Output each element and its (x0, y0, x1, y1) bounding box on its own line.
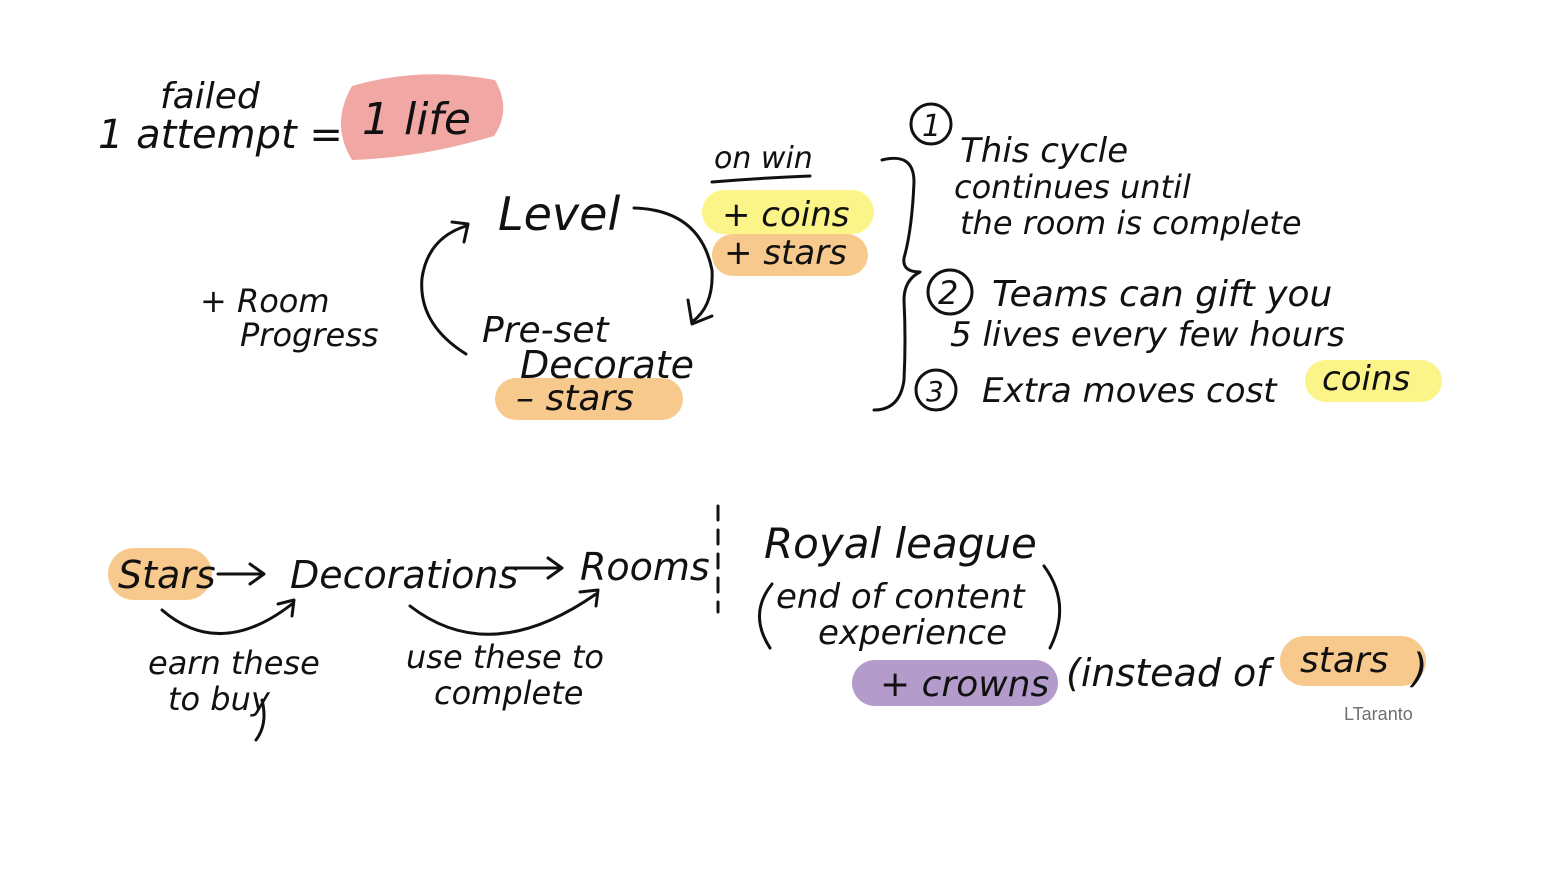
arc-earn-head (276, 598, 296, 618)
reward-stars: + stars (724, 233, 847, 273)
arc2-line2: complete (434, 674, 583, 712)
arc-use (408, 592, 598, 636)
royal-desc-line2: experience (818, 613, 1007, 653)
arrow-decorate-to-level (420, 224, 468, 356)
royal-crowns: + crowns (880, 664, 1049, 705)
note-3-number: 3 (926, 375, 944, 408)
room-progress-line2: Progress (240, 316, 379, 354)
arrowhead-level (450, 220, 470, 244)
decorate-cost: – stars (516, 378, 634, 419)
coins-highlight (702, 190, 874, 234)
note-2-line1: Teams can gift you (992, 274, 1332, 315)
room-progress-line1: + Room (200, 282, 330, 320)
attempt-label: 1 attempt = (98, 112, 343, 158)
royal-stars: stars (1300, 640, 1389, 681)
arc1-line2: to buy (168, 680, 271, 718)
note-1-line1: This cycle (960, 131, 1128, 171)
reward-coins: + coins (722, 195, 850, 235)
arrow-level-to-decorate (632, 206, 714, 324)
crowns-highlight (852, 660, 1058, 706)
royal-close-paren: ) (1409, 646, 1428, 692)
stars-reward-highlight (712, 234, 868, 276)
arc-use-head (578, 588, 600, 608)
arc1-descender (254, 698, 266, 742)
note-3-highlight: coins (1322, 359, 1410, 399)
arc-earn (160, 602, 294, 636)
note-1-circle (909, 102, 953, 146)
royal-paren-left (758, 582, 774, 650)
stars-cost-highlight (495, 378, 683, 420)
note-2-line2: 5 lives every few hours (950, 315, 1345, 355)
author-credit: LTaranto (1344, 704, 1413, 724)
note-2-number: 2 (938, 274, 958, 312)
arc2-line1: use these to (406, 638, 604, 676)
arc1-line1: earn these (148, 644, 320, 682)
note-2-circle (926, 268, 974, 316)
stars-flow-highlight (108, 548, 212, 600)
note-1-line2: continues until (954, 168, 1191, 206)
life-highlight (341, 74, 504, 160)
royal-instead: (instead of (1066, 651, 1275, 695)
royal-desc-line1: end of content (776, 577, 1026, 617)
arrow-decorations-rooms (504, 556, 564, 580)
stars-royal-highlight (1280, 636, 1426, 686)
coins-note-highlight (1305, 360, 1442, 402)
note-1-number: 1 (922, 109, 941, 144)
arrow-stars-decorations (216, 562, 266, 586)
note-1-line3: the room is complete (960, 204, 1302, 242)
flow-stars: Stars (118, 553, 216, 597)
royal-paren-right (1042, 564, 1062, 650)
life-value: 1 life (362, 94, 471, 145)
arrowhead-decorate (686, 298, 714, 326)
notes-bracket (872, 156, 922, 412)
on-win-underline (710, 174, 812, 184)
failed-label: failed (160, 76, 261, 117)
decorate-line2: Decorate (520, 343, 694, 387)
decorate-line1: Pre-set (482, 310, 611, 351)
flow-rooms: Rooms (580, 545, 710, 589)
level-node: Level (498, 187, 620, 241)
on-win-label: on win (714, 141, 813, 176)
flow-decorations: Decorations (290, 553, 518, 597)
royal-title: Royal league (764, 519, 1037, 568)
note-3-text: Extra moves cost (982, 371, 1278, 411)
note-3-circle (914, 368, 958, 412)
